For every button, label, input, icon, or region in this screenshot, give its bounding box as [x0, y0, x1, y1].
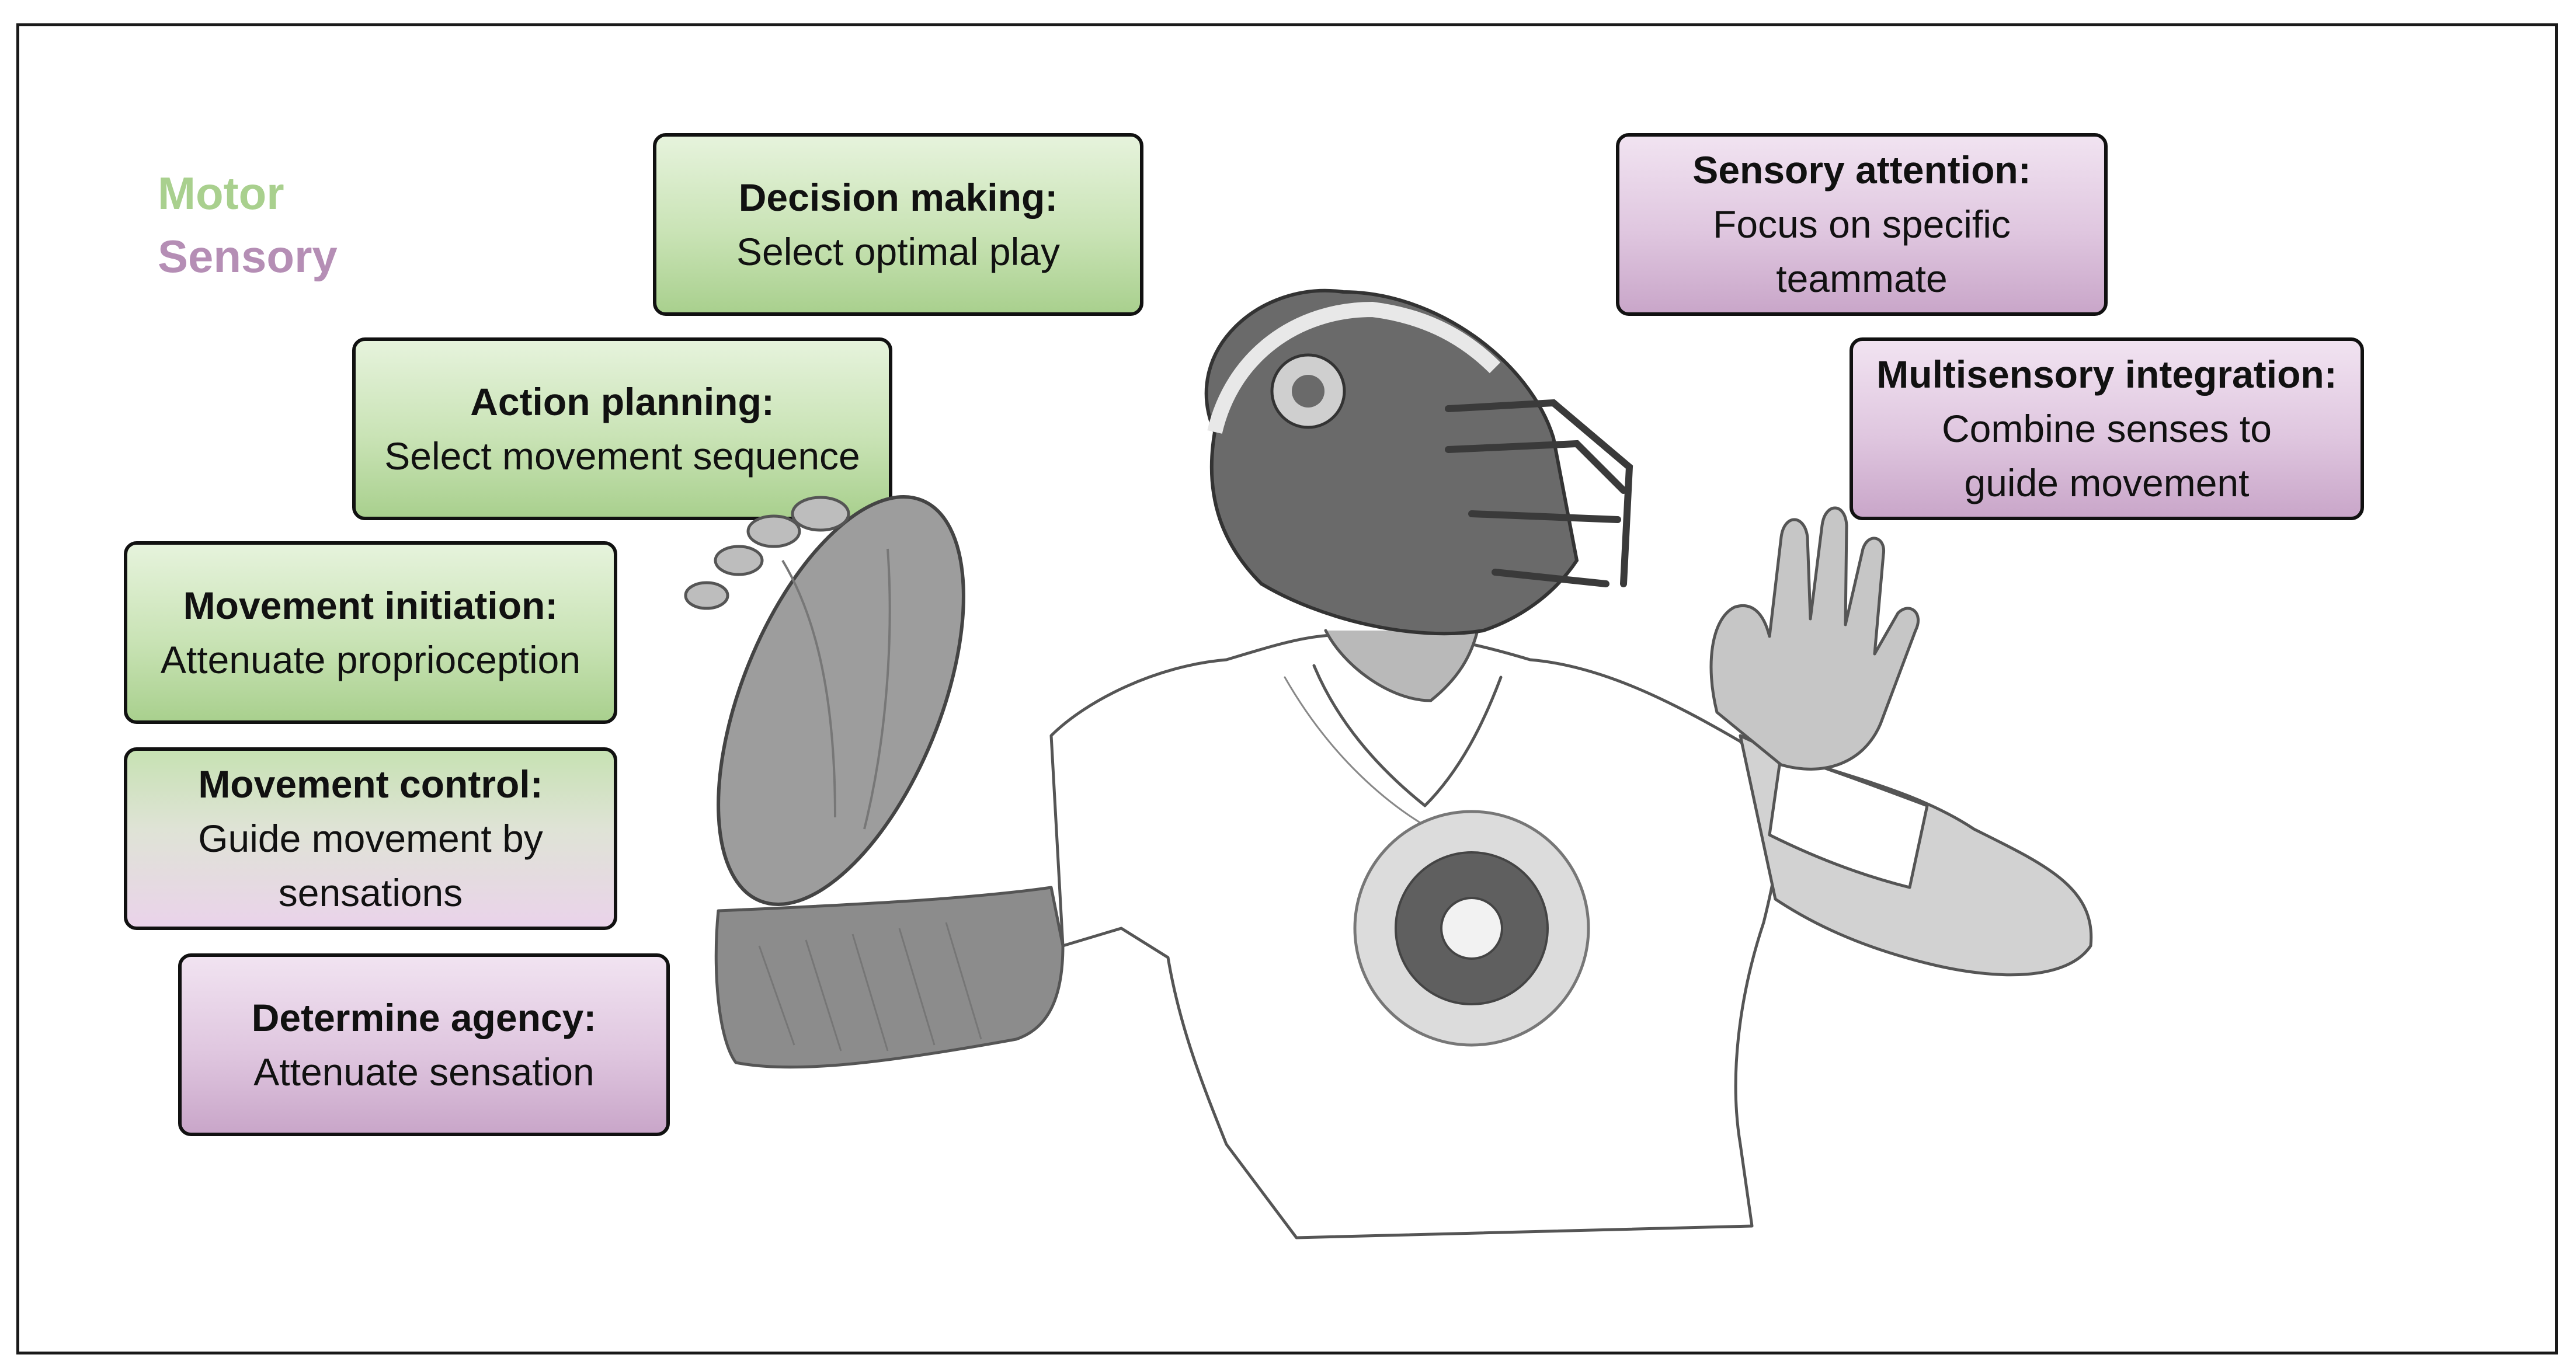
- movement-control-box: Movement control: Guide movement by sens…: [124, 747, 617, 930]
- sensory-attention-title: Sensory attention:: [1692, 143, 2031, 197]
- movement-initiation-title: Movement initiation:: [183, 579, 558, 633]
- throwing-arm: [716, 887, 1063, 1067]
- determine-agency-title: Determine agency:: [252, 991, 597, 1045]
- movement-control-title: Movement control:: [198, 757, 543, 812]
- quarterback-sketch: [642, 257, 2161, 1261]
- helmet-icon: [1207, 291, 1629, 633]
- legend-sensory: Sensory: [158, 234, 338, 279]
- hand-icon: [1711, 508, 1918, 769]
- movement-initiation-desc: Attenuate proprioception: [161, 633, 580, 687]
- target-emblem-icon: [1355, 812, 1588, 1045]
- determine-agency-desc: Attenuate sensation: [253, 1045, 594, 1099]
- decision-making-title: Decision making:: [739, 170, 1058, 225]
- determine-agency-box: Determine agency: Attenuate sensation: [178, 953, 670, 1136]
- movement-initiation-box: Movement initiation: Attenuate proprioce…: [124, 541, 617, 724]
- legend-motor: Motor: [158, 170, 284, 216]
- movement-control-desc: Guide movement by sensations: [184, 812, 558, 920]
- football-icon: [668, 463, 1014, 938]
